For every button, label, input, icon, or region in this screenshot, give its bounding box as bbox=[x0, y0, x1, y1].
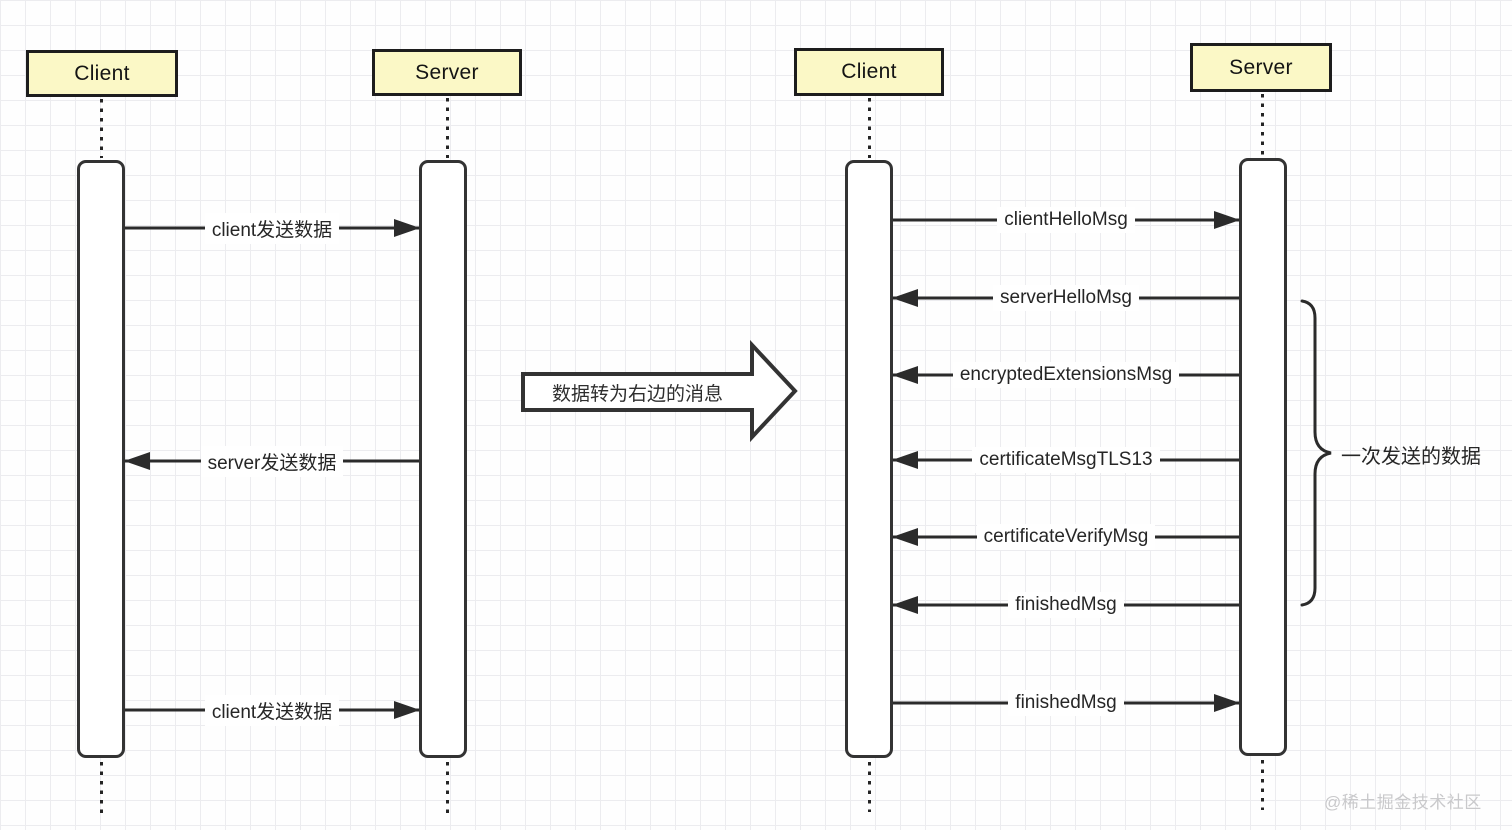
message-server-hello: serverHelloMsg bbox=[892, 284, 1239, 312]
activation-bar-client bbox=[77, 160, 125, 758]
watermark: @稀土掘金技术社区 bbox=[1324, 793, 1482, 812]
arrowhead-left-icon bbox=[892, 451, 918, 469]
arrowhead-right-icon bbox=[1214, 211, 1240, 229]
left-actor-box-client: Client bbox=[26, 50, 178, 97]
left-actor-box-server: Server bbox=[372, 49, 522, 96]
activation-bar-server bbox=[1239, 158, 1287, 756]
lifeline-server-top bbox=[446, 98, 449, 158]
transform-arrow-label: 数据转为右边的消息 bbox=[551, 383, 723, 405]
lifeline-server-top bbox=[1261, 94, 1264, 158]
message-encrypted-extensions: encryptedExtensionsMsg bbox=[892, 361, 1239, 389]
arrowhead-right-icon bbox=[1214, 694, 1240, 712]
message-finished-client: finishedMsg bbox=[893, 689, 1240, 717]
actor-label: Client bbox=[841, 60, 897, 83]
lifeline-client-top bbox=[100, 99, 103, 158]
right-block-arrow-icon bbox=[521, 340, 798, 443]
message-label: clientHelloMsg bbox=[997, 207, 1135, 233]
actor-label: Server bbox=[1229, 55, 1293, 79]
message-label: finishedMsg bbox=[1008, 690, 1124, 716]
message-client-send-data-1: client发送数据 bbox=[125, 212, 420, 244]
arrowhead-left-icon bbox=[892, 289, 918, 307]
lifeline-client-bottom bbox=[868, 762, 871, 812]
arrowhead-left-icon bbox=[124, 452, 150, 470]
message-label: certificateVerifyMsg bbox=[976, 524, 1156, 550]
message-finished-server: finishedMsg bbox=[892, 591, 1239, 619]
message-label: serverHelloMsg bbox=[993, 285, 1139, 311]
message-label: client发送数据 bbox=[204, 694, 340, 726]
message-label: certificateMsgTLS13 bbox=[972, 447, 1160, 473]
message-label: finishedMsg bbox=[1008, 592, 1124, 618]
arrowhead-right-icon bbox=[394, 701, 420, 719]
arrowhead-left-icon bbox=[892, 528, 918, 546]
lifeline-server-bottom bbox=[1261, 760, 1264, 810]
right-actor-box-server: Server bbox=[1190, 43, 1332, 92]
arrowhead-left-icon bbox=[892, 596, 918, 614]
message-label: encryptedExtensionsMsg bbox=[952, 362, 1180, 388]
curly-brace-icon bbox=[1300, 299, 1332, 607]
lifeline-client-bottom bbox=[100, 762, 103, 814]
message-server-send-data: server发送数据 bbox=[124, 445, 419, 477]
message-client-hello: clientHelloMsg bbox=[893, 206, 1240, 234]
transform-arrow bbox=[521, 340, 798, 443]
arrowhead-right-icon bbox=[394, 219, 420, 237]
annotation-label: 一次发送的数据 bbox=[1341, 445, 1481, 468]
message-certificate-verify: certificateVerifyMsg bbox=[892, 523, 1239, 551]
activation-bar-server bbox=[419, 160, 467, 758]
activation-bar-client bbox=[845, 160, 893, 758]
right-actor-box-client: Client bbox=[794, 48, 944, 96]
message-label: client发送数据 bbox=[204, 212, 340, 244]
lifeline-client-top bbox=[868, 98, 871, 158]
message-label: server发送数据 bbox=[200, 445, 344, 477]
message-client-send-data-2: client发送数据 bbox=[125, 694, 420, 726]
lifeline-server-bottom bbox=[446, 762, 449, 814]
actor-label: Server bbox=[415, 60, 479, 84]
message-certificate-tls13: certificateMsgTLS13 bbox=[892, 446, 1239, 474]
actor-label: Client bbox=[74, 61, 130, 85]
arrowhead-left-icon bbox=[892, 366, 918, 384]
annotation-brace bbox=[1300, 299, 1332, 607]
